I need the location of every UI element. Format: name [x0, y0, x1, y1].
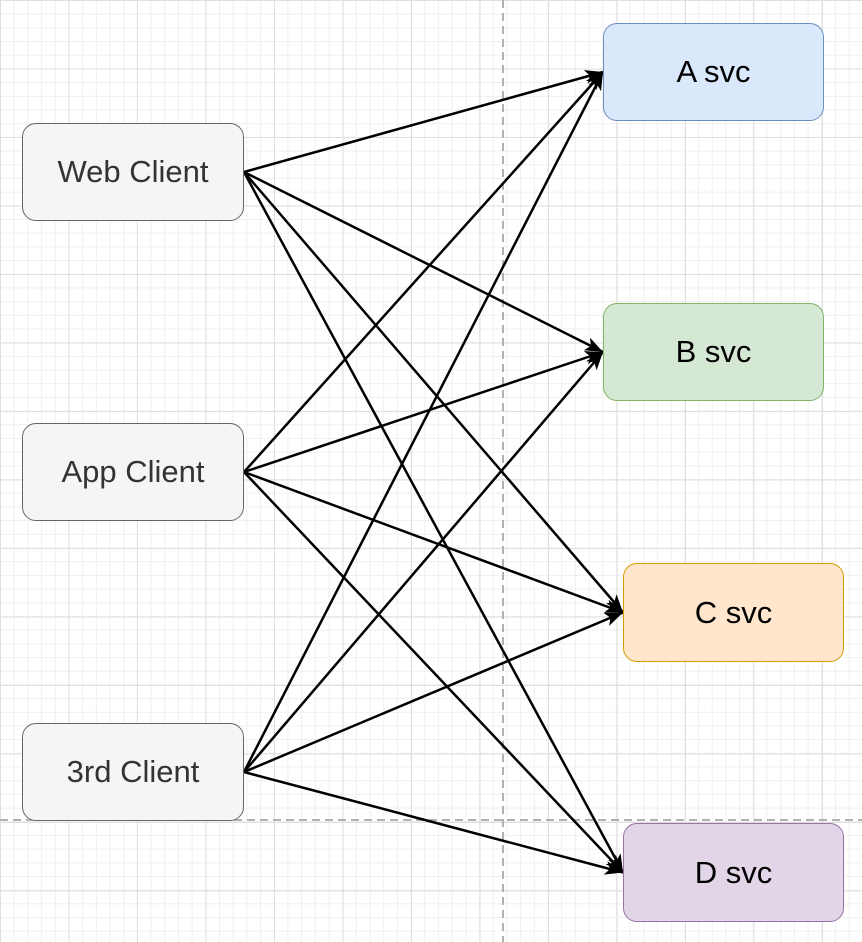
edge-web_client-to-b_svc[interactable]	[243, 170, 604, 354]
node-d-svc[interactable]: D svc	[623, 823, 844, 922]
node-app-client[interactable]: App Client	[22, 423, 244, 521]
edge-third_client-to-d_svc[interactable]	[243, 770, 624, 875]
edge-web_client-to-a_svc[interactable]	[243, 70, 604, 174]
node-c-svc[interactable]: C svc	[623, 563, 844, 662]
node-c-svc-label: C svc	[694, 594, 773, 630]
node-d-svc-label: D svc	[694, 854, 773, 890]
node-3rd-client[interactable]: 3rd Client	[22, 723, 244, 821]
node-3rd-client-label: 3rd Client	[66, 754, 200, 790]
node-web-client[interactable]: Web Client	[22, 123, 244, 221]
edge-app_client-to-a_svc[interactable]	[243, 71, 604, 473]
node-a-svc-label: A svc	[676, 54, 751, 90]
edge-third_client-to-c_svc[interactable]	[243, 611, 624, 774]
edge-app_client-to-b_svc[interactable]	[243, 350, 604, 474]
edge-third_client-to-b_svc[interactable]	[243, 351, 604, 773]
edge-web_client-to-c_svc[interactable]	[243, 171, 624, 614]
edge-web_client-to-d_svc[interactable]	[242, 171, 625, 874]
edge-app_client-to-d_svc[interactable]	[243, 471, 624, 874]
node-web-client-label: Web Client	[57, 154, 209, 190]
edge-app_client-to-c_svc[interactable]	[243, 470, 624, 614]
node-b-svc-label: B svc	[675, 334, 752, 370]
node-app-client-label: App Client	[61, 454, 205, 490]
edge-third_client-to-a_svc[interactable]	[242, 71, 605, 773]
node-a-svc[interactable]: A svc	[603, 23, 824, 121]
node-b-svc[interactable]: B svc	[603, 303, 824, 401]
